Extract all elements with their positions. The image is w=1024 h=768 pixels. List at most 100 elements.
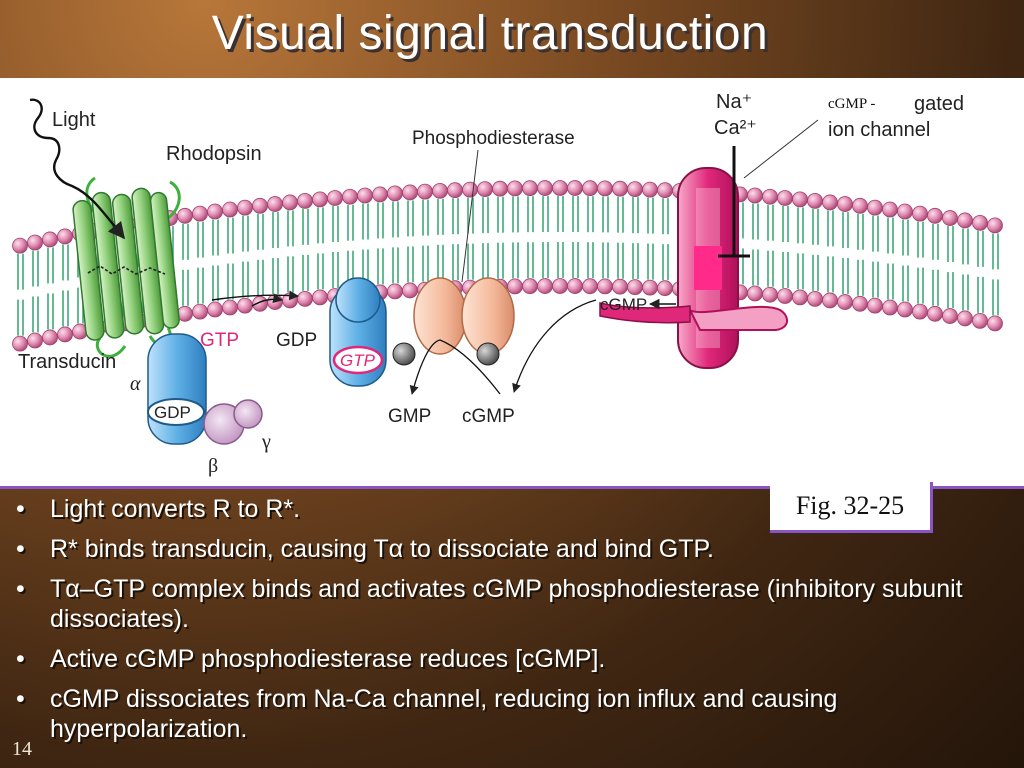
cgmp-to-pde-arrow (512, 299, 597, 393)
gtp-gdp-exchange-arrow (211, 290, 299, 301)
channel-leader-line (743, 119, 819, 179)
label-gtp: GTP (200, 330, 239, 351)
lipid-head (42, 231, 58, 248)
bullet-symbol: • (16, 495, 25, 523)
lipid-head (57, 228, 73, 245)
figure-reference: Fig. 32-25 (770, 482, 933, 533)
lipid-head (477, 181, 493, 198)
lipid-head (582, 278, 598, 295)
lipid-head (792, 191, 808, 208)
lipid-head (297, 290, 313, 307)
lipid-head (762, 188, 778, 205)
lipid-head (57, 326, 73, 343)
lipid-head (522, 180, 538, 197)
lipid-head (597, 180, 613, 197)
lipid-head (612, 278, 628, 295)
lipid-head (27, 234, 43, 251)
bullet-symbol: • (16, 685, 25, 713)
lipid-head (387, 283, 403, 300)
lipid-head (807, 290, 823, 307)
lipid-head (867, 199, 883, 216)
bullet-item: •Tα–GTP complex binds and activates cGMP… (10, 574, 970, 634)
label-rhodopsin: Rhodopsin (166, 143, 262, 165)
lipid-head (372, 186, 388, 203)
lipid-head (192, 303, 208, 320)
hydrolysis-arrow (409, 339, 501, 395)
lipid-head (267, 196, 283, 212)
label-gated: gated (914, 93, 964, 115)
label-alpha: α (130, 373, 141, 395)
bullet-text: Active cGMP phosphodiesterase reduces [c… (50, 645, 606, 673)
bullet-item: •R* binds transducin, causing Tα to diss… (10, 534, 970, 564)
lipid-head (177, 207, 193, 224)
label-ca: Ca²⁺ (714, 117, 757, 139)
lipid-head (942, 210, 958, 226)
lipid-head (42, 329, 58, 346)
lipid-head (567, 180, 583, 196)
bullet-item: • Light converts R to R*. (10, 494, 970, 524)
lipid-head (312, 289, 328, 306)
bullet-list: •Light converts R to R*. •R* binds trans… (10, 494, 970, 754)
lipid-head (822, 194, 838, 211)
lipid-head (462, 181, 478, 198)
lipid-head (27, 332, 43, 349)
lipid-head (897, 203, 913, 220)
lipid-head (912, 205, 928, 222)
lipid-head (237, 297, 253, 314)
lipid-head (777, 288, 793, 304)
lipid-head (837, 294, 853, 310)
phosphodiesterase (392, 277, 515, 366)
lipid-head (537, 180, 553, 196)
label-na: Na⁺ (716, 91, 752, 113)
label-phosphodiesterase: Phosphodiesterase (412, 128, 575, 149)
lipid-head (777, 190, 793, 206)
label-light: Light (52, 109, 96, 131)
lipid-head (927, 305, 943, 322)
lipid-head (747, 187, 763, 204)
lipid-head (207, 301, 223, 318)
lipid-head (537, 278, 553, 294)
lipid-head (897, 301, 913, 318)
lipid-head (522, 278, 538, 295)
label-transducin: Transducin (18, 351, 116, 373)
lipid-head (402, 282, 418, 299)
lipid-head (447, 182, 463, 199)
lipid-head (642, 181, 658, 198)
lipid-head (252, 197, 268, 214)
lipid-head (312, 191, 328, 208)
signal-transduction-diagram: Light Rhodopsin Phosphodiesterase Na⁺ Ca… (12, 91, 1003, 477)
lipid-head (612, 180, 628, 197)
lipid-head (747, 285, 763, 302)
transducin-alpha-gtp-active (329, 277, 387, 387)
lipid-head (627, 279, 643, 296)
lipid-head (552, 180, 568, 196)
lipid-head (882, 299, 898, 316)
bullet-item: • Active cGMP phosphodiesterase reduces [… (10, 644, 970, 674)
transducin (147, 333, 263, 445)
bullet-text: R* binds transducin, causing Tα to disso… (50, 535, 714, 563)
lipid-head (822, 292, 838, 309)
lipid-head (552, 278, 568, 294)
cgmp-gated-ion-channel (599, 167, 788, 369)
lipid-head (597, 278, 613, 295)
lipid-head (12, 237, 28, 254)
light-arrow (29, 98, 126, 240)
bullet-symbol: • (16, 645, 25, 673)
label-cgmp-channel: cGMP (600, 295, 647, 314)
bullet-text: cGMP dissociates from Na-Ca channel, red… (50, 685, 838, 743)
lipid-head (882, 201, 898, 218)
lipid-head (267, 294, 283, 310)
lipid-head (582, 180, 598, 197)
lipid-head (192, 205, 208, 222)
label-gmp: GMP (388, 406, 431, 427)
lipid-head (867, 297, 883, 314)
lipid-head (657, 280, 673, 297)
bullet-text: Tα–GTP complex binds and activates cGMP … (50, 575, 963, 633)
pde-leader-line (461, 149, 479, 283)
lipid-head (852, 295, 868, 312)
label-gdp: GDP (276, 330, 317, 351)
rhodopsin (72, 176, 181, 358)
label-gdp-bound: GDP (154, 403, 191, 422)
bullet-text: Light converts R to R*. (50, 495, 301, 523)
lipid-head (807, 192, 823, 209)
